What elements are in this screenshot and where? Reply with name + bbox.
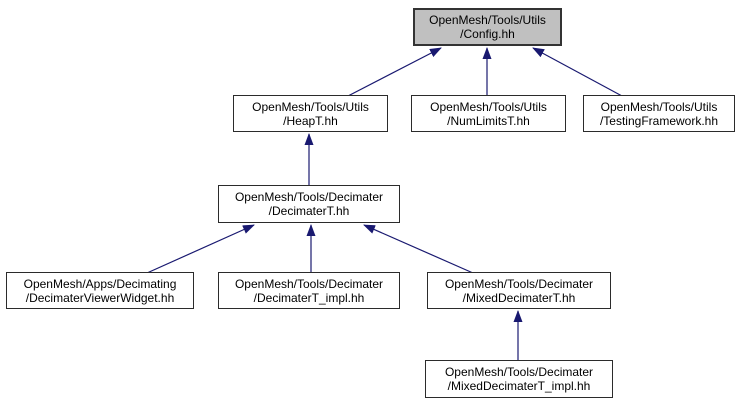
node-config-hh: OpenMesh/Tools/Utils /Config.hh <box>413 8 562 46</box>
edge-testingframework-to-config <box>532 47 623 97</box>
node-testingframework-hh[interactable]: OpenMesh/Tools/Utils /TestingFramework.h… <box>583 95 735 132</box>
node-decimatert-impl-hh[interactable]: OpenMesh/Tools/Decimater /DecimaterT_imp… <box>218 272 400 309</box>
node-mixeddecimatert-impl-hh[interactable]: OpenMesh/Tools/Decimater /MixedDecimater… <box>425 360 613 398</box>
edge-heapt-to-config <box>347 47 442 97</box>
node-numlimitst-hh[interactable]: OpenMesh/Tools/Utils /NumLimitsT.hh <box>411 95 566 132</box>
edge-decimaterviewerwidget-to-decimatert <box>146 224 255 274</box>
edge-mixeddecimatert-to-decimatert <box>363 224 474 274</box>
node-heapt-hh[interactable]: OpenMesh/Tools/Utils /HeapT.hh <box>233 95 388 132</box>
node-decimaterviewerwidget-hh[interactable]: OpenMesh/Apps/Decimating /DecimaterViewe… <box>6 272 194 309</box>
node-decimatert-hh[interactable]: OpenMesh/Tools/Decimater /DecimaterT.hh <box>218 185 400 223</box>
node-mixeddecimatert-hh[interactable]: OpenMesh/Tools/Decimater /MixedDecimater… <box>427 272 611 309</box>
